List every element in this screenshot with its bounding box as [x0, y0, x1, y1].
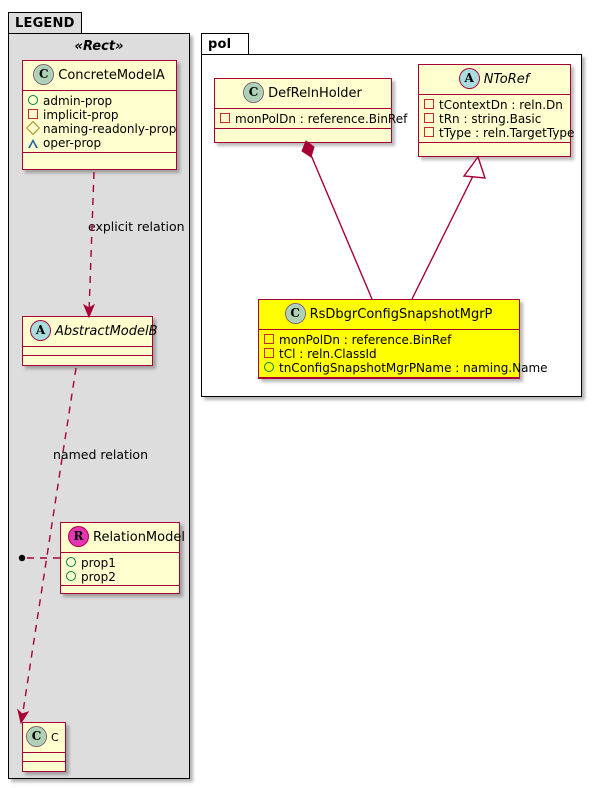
edge-label-explicit-relation: explicit relation — [88, 219, 185, 234]
attribute-label: tType : reln.TargetType — [439, 126, 575, 140]
class-DefRelnHolder[interactable]: C DefRelnHolder monPolDn : reference.BinR… — [214, 78, 407, 143]
class-RsDbgrConfigSnapshotMgrP-name: RsDbgrConfigSnapshotMgrP — [309, 307, 493, 322]
attribute-label: tCl : reln.ClassId — [279, 347, 377, 361]
tType-marker-icon — [424, 127, 434, 137]
class-NToRef[interactable]: A NToRef tContextDn : reln.Dn tRn : strin… — [418, 64, 574, 157]
abstract-badge-icon: A — [31, 321, 50, 340]
tContextDn-marker-icon — [424, 99, 434, 109]
edge-label-named-relation: named relation — [53, 447, 148, 462]
abstract-badge-icon: A — [459, 69, 479, 88]
class-DefRelnHolder-name: DefRelnHolder — [268, 86, 362, 101]
attribute-label: monPolDn : reference.BinRef — [235, 112, 408, 126]
class-ConcreteModelA-attributes: admin-prop implicit-prop naming-readonly… — [23, 91, 176, 153]
class-RsDbgrConfigSnapshotMgrP-title: C RsDbgrConfigSnapshotMgrP — [259, 300, 519, 330]
class-badge-icon: C — [34, 65, 54, 84]
package-legend-tab: LEGEND — [8, 12, 82, 34]
prop2-marker-icon — [66, 571, 76, 581]
relation-badge-icon: R — [69, 527, 88, 546]
admin-prop-marker-icon — [28, 95, 38, 105]
attribute-label: tnConfigSnapshotMgrPName : naming.Name — [279, 361, 548, 375]
class-ConcreteModelA-methods — [23, 153, 176, 162]
oper-prop-marker-icon — [28, 139, 38, 148]
naming-readonly-prop-marker-icon — [25, 120, 41, 136]
prop1-marker-icon — [66, 557, 76, 567]
attribute-row: tContextDn : reln.Dn — [424, 98, 566, 112]
class-RelationModel[interactable]: R RelationModel prop1 prop2 — [60, 522, 185, 595]
class-RsDbgrConfigSnapshotMgrP-attributes: monPolDn : reference.BinRef tCl : reln.C… — [259, 330, 548, 378]
class-AbstractModelB-methods — [23, 356, 152, 365]
class-NToRef-title: A NToRef — [419, 65, 570, 95]
class-C-attributes — [23, 753, 65, 762]
attribute-label: oper-prop — [43, 136, 102, 150]
attribute-label: prop2 — [81, 570, 116, 584]
attribute-row: tType : reln.TargetType — [424, 126, 574, 140]
class-badge-icon: C — [244, 83, 264, 102]
class-ConcreteModelA[interactable]: C ConcreteModelA admin-prop implicit-prop… — [22, 60, 177, 170]
attribute-row: prop1 — [66, 556, 175, 570]
tRn-marker-icon — [424, 113, 434, 123]
attribute-row: tnConfigSnapshotMgrPName : naming.Name — [264, 361, 548, 375]
attribute-label: implicit-prop — [43, 108, 119, 122]
class-AbstractModelB-title: A AbstractModelB — [23, 317, 158, 347]
class-RelationModel-title: R RelationModel — [61, 523, 185, 553]
attribute-row: admin-prop — [28, 94, 172, 108]
attribute-row: monPolDn : reference.BinRef — [220, 112, 407, 126]
class-C-methods — [23, 762, 65, 771]
tCl-marker-icon — [264, 348, 274, 358]
attribute-row: tRn : string.Basic — [424, 112, 566, 126]
tnConfigSnapshotMgrPName-marker-icon — [264, 362, 274, 372]
class-NToRef-attributes: tContextDn : reln.Dn tRn : string.Basic … — [419, 95, 574, 143]
attribute-label: admin-prop — [43, 94, 113, 108]
class-AbstractModelB-name: AbstractModelB — [55, 324, 158, 339]
package-pol-tab: pol — [201, 33, 249, 55]
legend-stereotype: «Rect» — [74, 39, 124, 54]
attribute-row: naming-readonly-prop — [25, 120, 176, 136]
class-RelationModel-methods — [61, 586, 179, 595]
class-AbstractModelB-attributes — [23, 347, 152, 356]
attribute-label: naming-readonly-prop — [43, 122, 177, 136]
class-ConcreteModelA-title: C ConcreteModelA — [23, 61, 176, 91]
attribute-label: tRn : string.Basic — [439, 112, 542, 126]
package-legend-label: LEGEND — [15, 16, 75, 31]
attribute-row: implicit-prop — [28, 108, 172, 122]
class-RelationModel-attributes: prop1 prop2 — [61, 553, 179, 586]
attribute-row: tCl : reln.ClassId — [264, 347, 515, 361]
class-NToRef-methods — [419, 143, 570, 152]
package-pol-label: pol — [208, 37, 232, 52]
class-NToRef-name: NToRef — [483, 72, 530, 87]
class-DefRelnHolder-methods — [215, 129, 391, 138]
attribute-label: monPolDn : reference.BinRef — [279, 333, 452, 347]
attribute-row: prop2 — [66, 570, 175, 584]
attribute-row: oper-prop — [28, 136, 172, 150]
class-RsDbgrConfigSnapshotMgrP-methods — [259, 378, 519, 387]
class-badge-icon: C — [285, 304, 305, 323]
implicit-prop-marker-icon — [28, 109, 38, 119]
class-DefRelnHolder-title: C DefRelnHolder — [215, 79, 391, 109]
class-C-name: C — [51, 731, 59, 744]
monPolDn-marker-icon — [264, 334, 274, 344]
monPolDn-marker-icon — [220, 113, 230, 123]
class-AbstractModelB[interactable]: A AbstractModelB — [22, 316, 158, 366]
attribute-label: tContextDn : reln.Dn — [439, 98, 563, 112]
class-RelationModel-name: RelationModel — [93, 530, 185, 545]
attribute-label: prop1 — [81, 556, 116, 570]
class-ConcreteModelA-name: ConcreteModelA — [58, 68, 165, 83]
class-DefRelnHolder-attributes: monPolDn : reference.BinRef — [215, 109, 407, 129]
class-badge-icon: C — [27, 727, 46, 746]
class-RsDbgrConfigSnapshotMgrP[interactable]: C RsDbgrConfigSnapshotMgrP monPolDn : ref… — [258, 299, 548, 379]
attribute-row: monPolDn : reference.BinRef — [264, 333, 515, 347]
